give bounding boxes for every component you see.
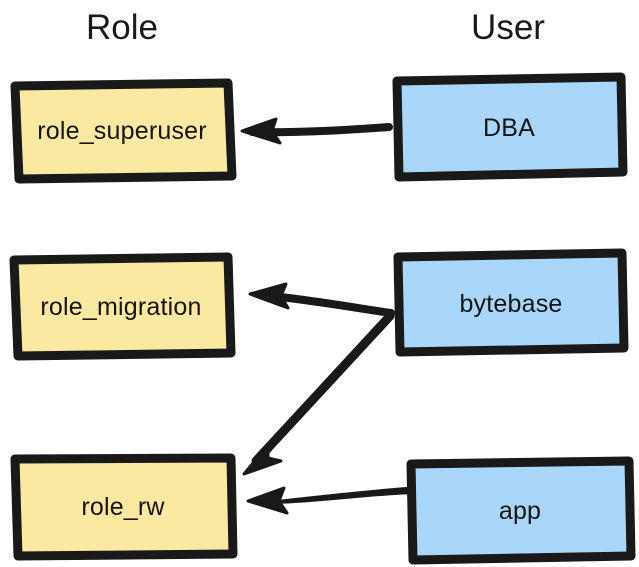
node-app[interactable]: app bbox=[404, 456, 636, 565]
edge-bytebase-to-role-rw bbox=[242, 311, 395, 476]
edge-dba-to-role-superuser bbox=[240, 117, 393, 145]
node-role-rw[interactable]: role_rw bbox=[8, 453, 238, 561]
node-bytebase[interactable]: bytebase bbox=[392, 248, 630, 358]
node-label: role_rw bbox=[81, 492, 165, 521]
node-label: DBA bbox=[482, 113, 535, 142]
node-label: role_migration bbox=[40, 292, 202, 321]
column-header-user: User bbox=[471, 8, 545, 47]
node-role-migration[interactable]: role_migration bbox=[6, 252, 236, 361]
node-label: bytebase bbox=[459, 289, 563, 318]
edge-app-to-role-rw bbox=[246, 486, 411, 515]
node-dba[interactable]: DBA bbox=[390, 72, 628, 184]
column-header-role: Role bbox=[86, 8, 158, 47]
node-label: role_superuser bbox=[37, 116, 207, 145]
node-label: app bbox=[498, 496, 542, 525]
node-role-superuser[interactable]: role_superuser bbox=[8, 78, 237, 184]
edge-bytebase-to-role-migration bbox=[248, 282, 395, 317]
